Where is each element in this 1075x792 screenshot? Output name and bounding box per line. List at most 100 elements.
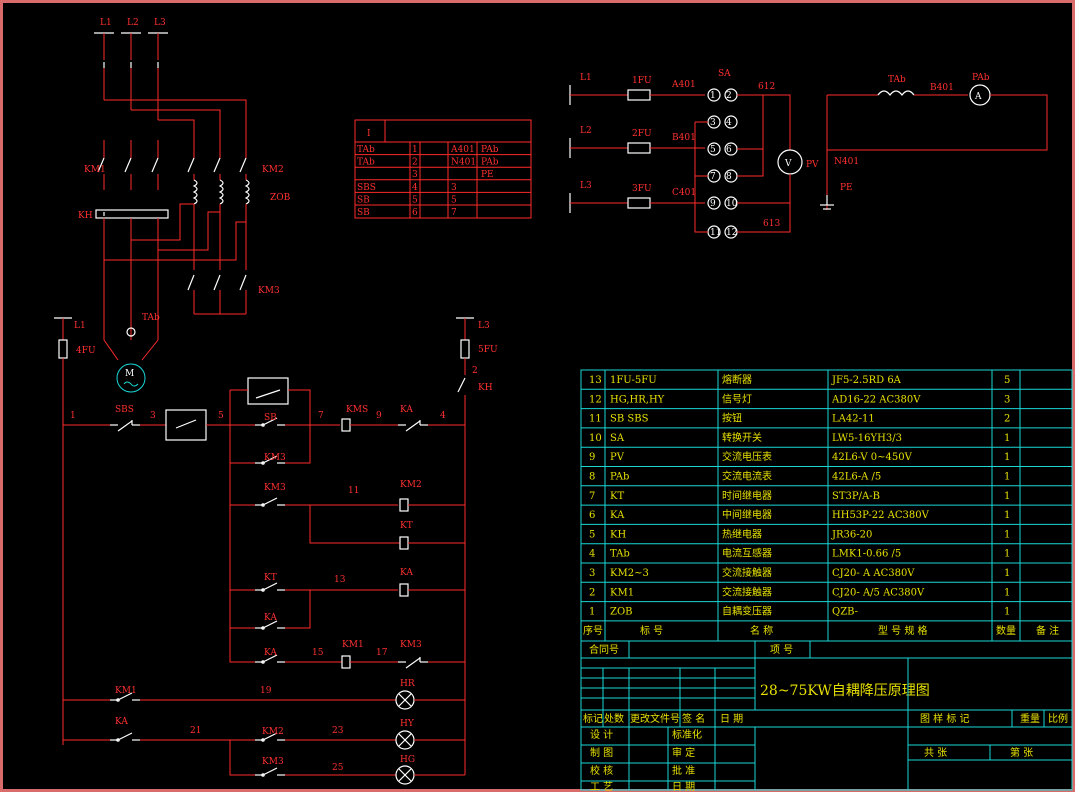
terminal-cell: 3: [412, 170, 418, 180]
meter-node-label: A401: [671, 80, 696, 90]
bom-cell: PV: [610, 452, 625, 463]
km3-row: [261, 503, 265, 507]
sa-pin: [707, 142, 721, 156]
wire: [117, 732, 133, 741]
hy-label: HY: [400, 719, 415, 729]
tb-title: 28~75KW自耦降压原理图: [760, 683, 930, 699]
node-7: 7: [318, 411, 324, 421]
tab-label: TAb: [142, 313, 160, 323]
wire: [229, 545, 255, 591]
transformer-winding: [218, 179, 224, 205]
bom-cell: AD16-22 AC380V: [831, 394, 921, 405]
wire: [255, 389, 281, 399]
bom-cell: LA42-11: [832, 414, 875, 425]
bom-header: 序号: [583, 624, 603, 637]
wire: [262, 582, 278, 591]
wire: [175, 419, 197, 429]
sa-label: SA: [718, 69, 731, 79]
meter-tab-label: TAb: [888, 75, 906, 85]
tb-weight: 重量: [1020, 712, 1040, 725]
bom-cell: QZB-: [832, 607, 858, 618]
bom-cell: 12: [589, 394, 602, 405]
node-11: 11: [348, 486, 359, 496]
km2-coil-label: KM2: [400, 480, 422, 490]
phase-label-l2: L2: [127, 18, 139, 28]
bom-cell: JR36-20: [831, 529, 872, 540]
wire: [262, 620, 278, 629]
km3-hold: [261, 461, 265, 465]
bom-cell: LW5-16YH3/3: [832, 433, 902, 444]
wire: [151, 157, 159, 173]
bom-cell: KM2~3: [610, 568, 649, 579]
bom-cell: SA: [610, 433, 625, 444]
wire: [131, 109, 221, 140]
wire: [187, 274, 195, 291]
thermal-relay-kh: [95, 209, 169, 219]
meter-fuse: [627, 197, 651, 209]
bom-cell: 7: [589, 491, 595, 502]
wire: [213, 157, 221, 173]
pv-label: PV: [806, 160, 819, 170]
zob-label: ZOB: [270, 193, 291, 203]
meter-l1: L1: [580, 73, 592, 83]
bom-header: 数量: [996, 624, 1016, 637]
sa-pin: [707, 196, 721, 210]
phase-label-l1: L1: [100, 18, 112, 28]
km2-lamp-contact: [261, 738, 265, 742]
ka-coil: [399, 583, 409, 597]
meter-fuse-label: 3FU: [632, 184, 652, 194]
tb-check: 校 核: [590, 764, 613, 777]
ka-hold-label: KA: [264, 613, 277, 623]
bom-header: 名 称: [750, 624, 773, 637]
kh-label: KH: [78, 211, 93, 221]
bom-cell: 10: [589, 433, 602, 444]
bom-cell: 5: [589, 529, 595, 540]
transformer-winding: [192, 179, 198, 205]
terminal-cell: 5: [412, 195, 418, 205]
bom-cell: KH: [610, 529, 626, 540]
bom-header: 型 号 规 格: [878, 624, 928, 637]
meter-l3: L3: [580, 181, 592, 191]
current-transformer: [126, 327, 136, 337]
ka-row-label: KA: [264, 648, 277, 658]
kh-contact-label: KH: [478, 383, 493, 393]
bom-cell: KA: [610, 510, 625, 521]
meter-node-label: C401: [672, 188, 696, 198]
bom-cell: 1: [1004, 452, 1010, 463]
ka-lamp-label: KA: [115, 717, 128, 727]
wire: [124, 157, 132, 173]
sb-contact: [261, 423, 265, 427]
bom-cell: 1: [589, 607, 595, 618]
node-2: 2: [472, 366, 478, 376]
bom-cell: CJ20- A/5 AC380V: [832, 587, 925, 598]
node-5: 5: [218, 411, 224, 421]
node-9: 9: [376, 411, 382, 421]
bom-cell: 自耦变压器: [722, 605, 772, 618]
bom-cell: 1: [1004, 549, 1010, 560]
bom-cell: 3: [589, 568, 595, 579]
wire: [103, 339, 119, 361]
terminal-cell: 3: [451, 183, 457, 193]
terminal-table: [354, 119, 532, 219]
wire: [239, 157, 247, 173]
km1-lamp-contact: [116, 698, 120, 702]
bom-cell: 信号灯: [722, 393, 752, 405]
terminal-cell: SB: [357, 195, 370, 205]
tb-draw: 制 图: [590, 746, 613, 759]
terminal-cell: TAb: [357, 145, 375, 155]
ammeter-symbol: A: [974, 92, 982, 102]
motor: [116, 363, 146, 393]
phase-label-l3: L3: [154, 18, 166, 28]
sb-label: SB: [264, 413, 277, 423]
sa-pin-label: 11: [710, 228, 721, 238]
sa-pin-label: 4: [726, 118, 732, 128]
wire: [262, 654, 278, 663]
tb-change: 更改文件号: [630, 712, 680, 725]
fuse-4fu: [58, 339, 68, 359]
tb-count: 处数: [604, 712, 624, 725]
meter-fuse: [627, 89, 651, 101]
tb-design: 设 计: [590, 728, 613, 741]
sa-pin-label: 5: [710, 145, 716, 155]
km3-lamp-contact: [261, 773, 265, 777]
